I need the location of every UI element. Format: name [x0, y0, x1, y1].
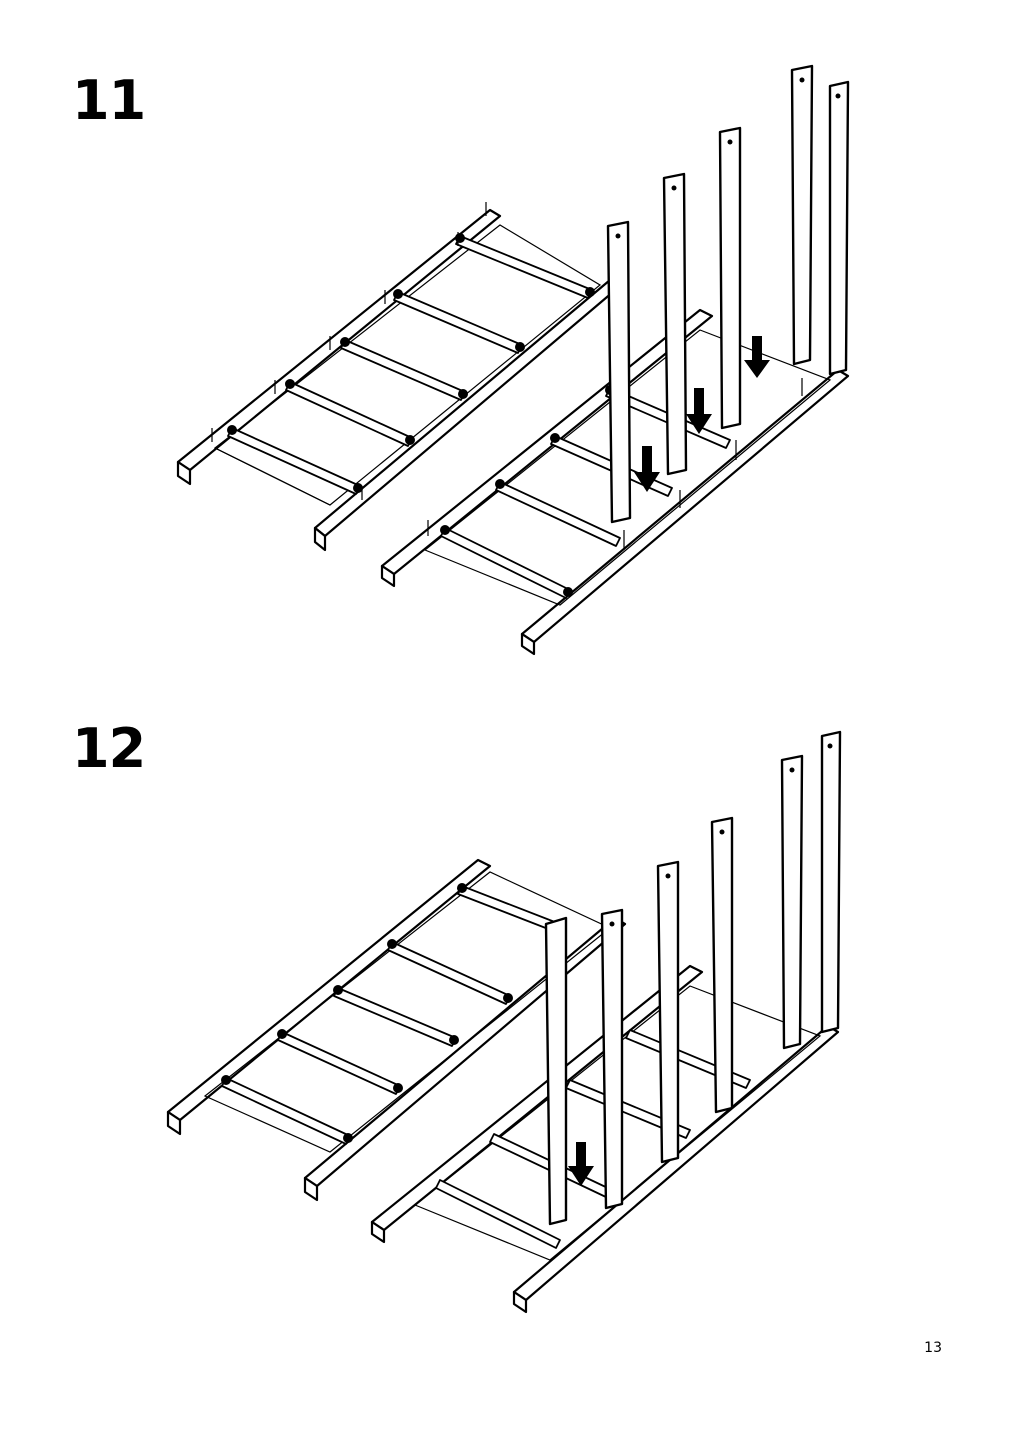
left-frame [166, 858, 627, 1202]
step-number-11: 11 [72, 69, 146, 132]
down-arrows [634, 336, 770, 492]
step-11-illustration [176, 64, 850, 656]
step-12-illustration [166, 730, 842, 1314]
legs [606, 64, 850, 524]
legs [544, 730, 842, 1226]
down-arrow [568, 1142, 594, 1186]
page-number: 13 [924, 1340, 942, 1356]
step-number-12: 12 [72, 717, 146, 780]
left-frame [176, 202, 622, 552]
